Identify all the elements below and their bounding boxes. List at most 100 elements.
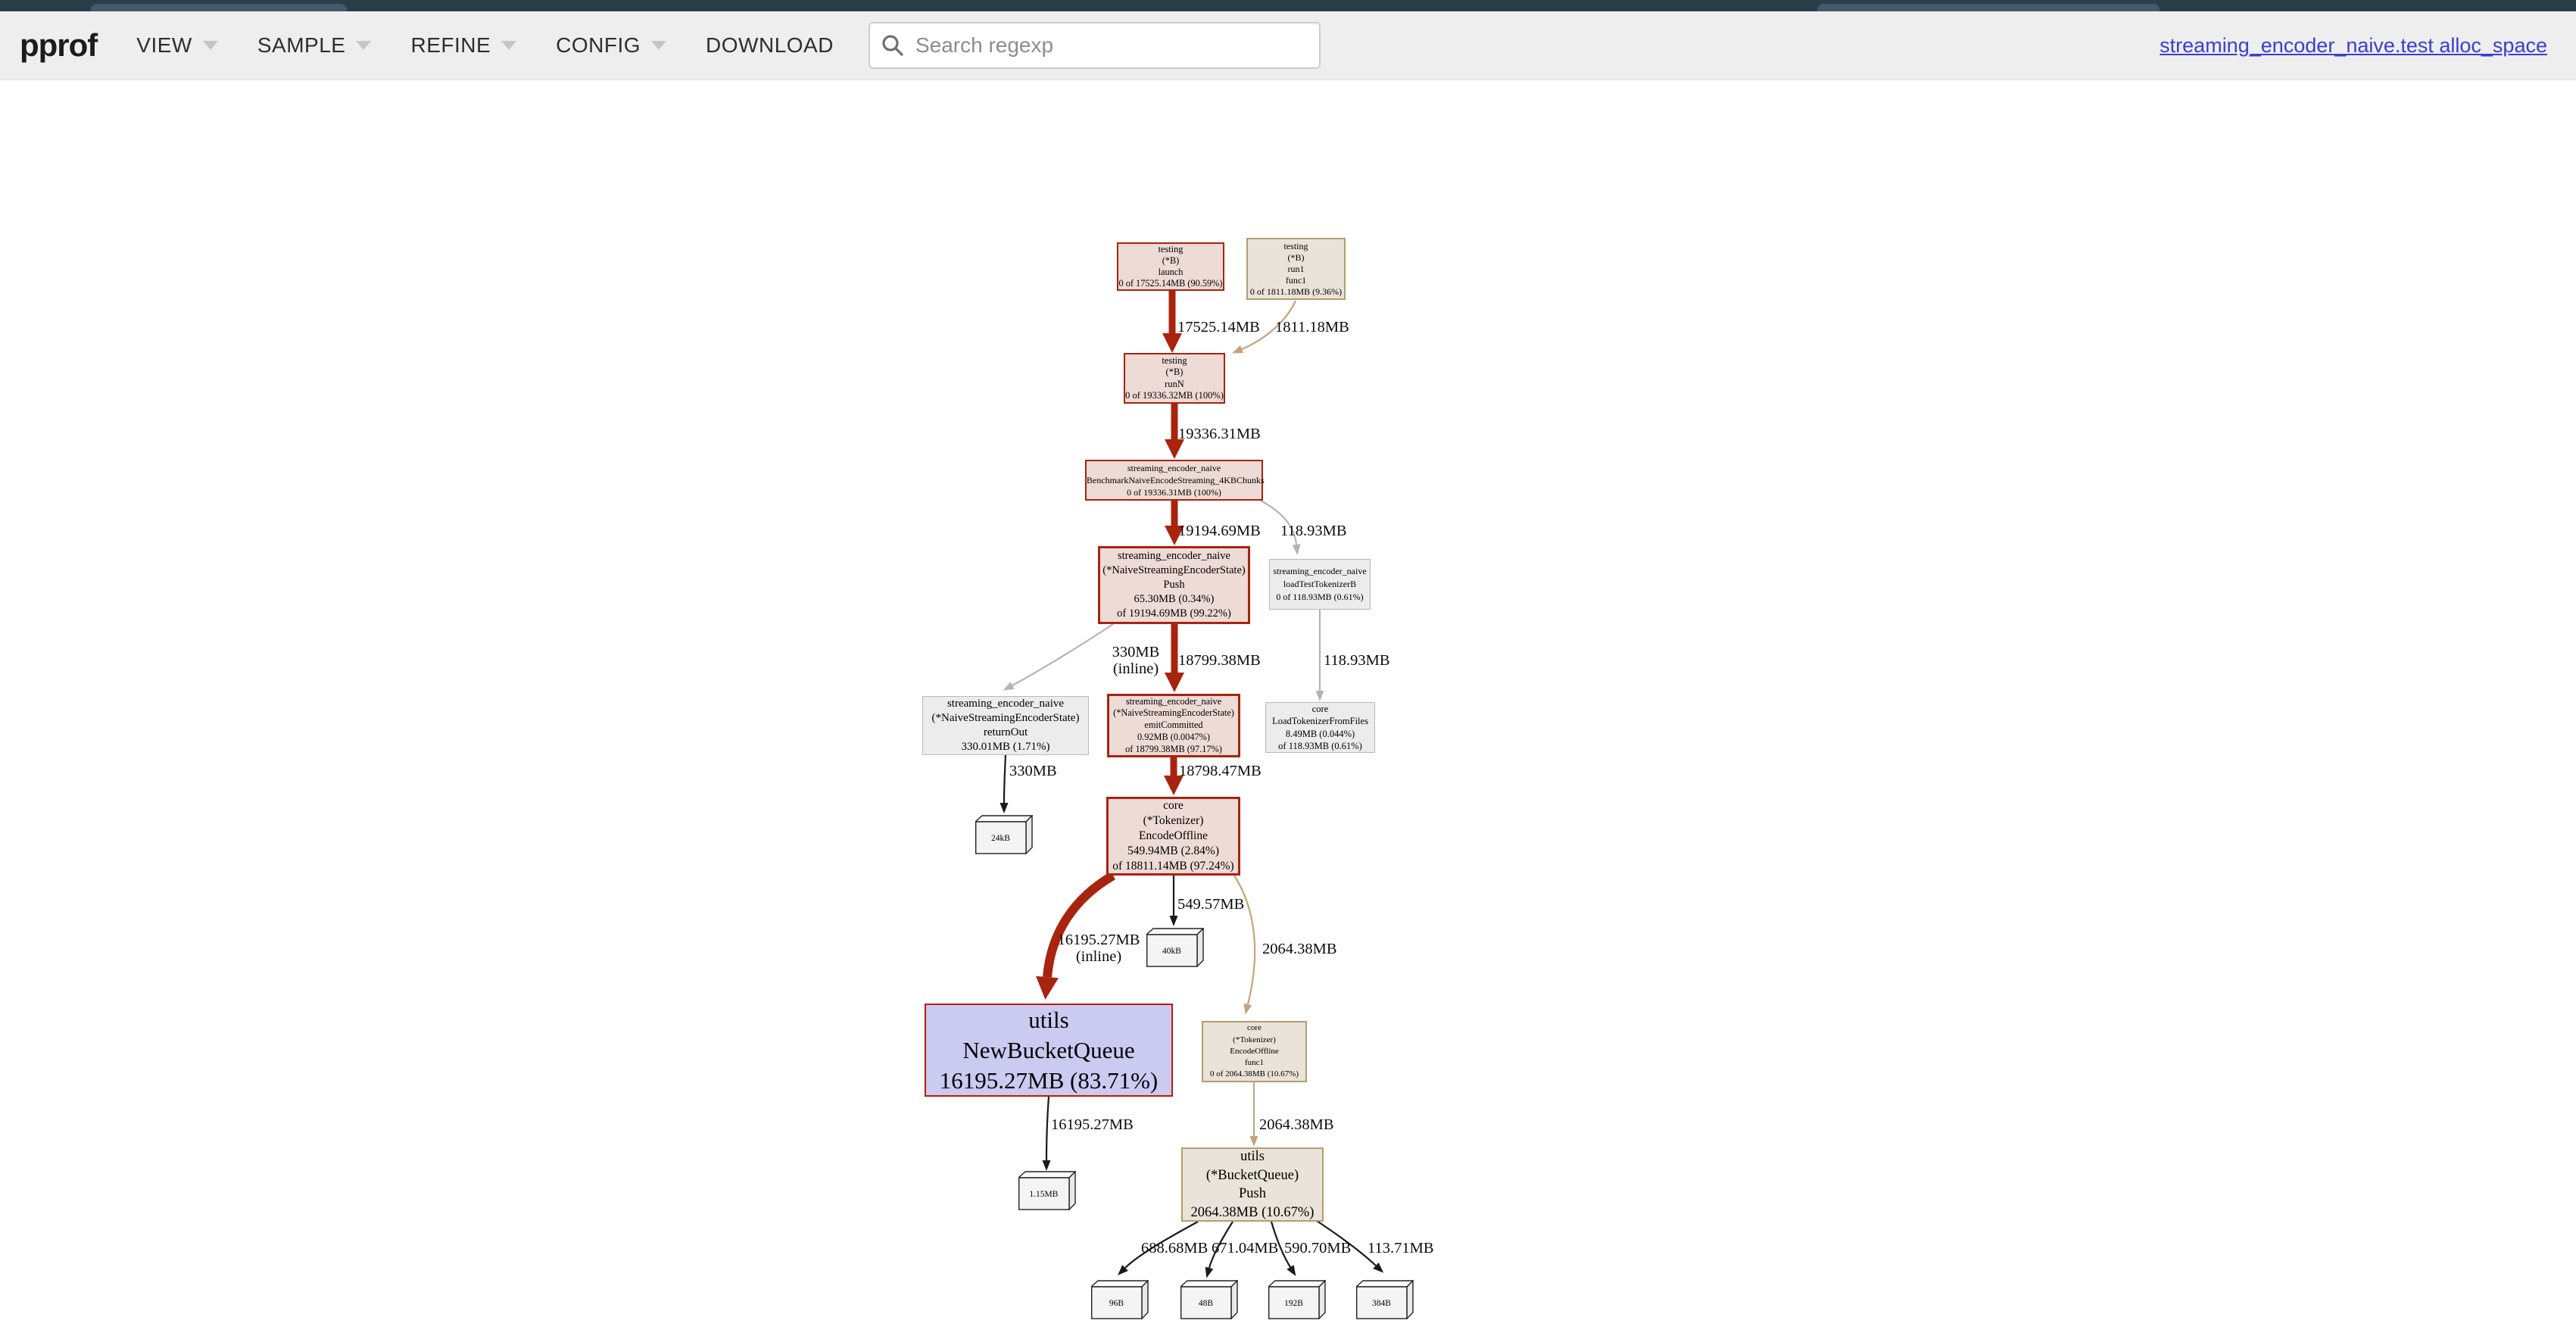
menu-refine-label: REFINE [410,33,491,57]
node-emit-committed[interactable]: streaming_encoder_naive (*NaiveStreaming… [1107,694,1240,757]
edge-nbq-115mb [1042,1096,1051,1171]
search-input[interactable] [868,22,1321,69]
node-text: core LoadTokenizerFromFiles 8.49MB (0.04… [1272,703,1368,751]
edge-run1-runN [1232,300,1297,354]
edge-label: 330MB (inline) [1112,644,1160,677]
leaf-box-label: 40kB [1162,946,1181,956]
node-benchmark-naive-encode-streaming[interactable]: streaming_encoder_naive BenchmarkNaiveEn… [1085,460,1265,501]
edge-encode-func1 [1233,875,1256,1015]
edge-bqpush-192b [1270,1221,1296,1276]
edge-label: 2064.38MB [1259,1116,1334,1133]
browser-tab [91,4,347,11]
edge-label: 18799.38MB [1178,652,1261,669]
edge-label: 19194.69MB [1178,523,1261,539]
edge-label: 16195.27MB (inline) [1057,932,1140,965]
leaf-box-48b[interactable]: 48B [1180,1280,1238,1319]
edge-bqpush-96b [1118,1221,1199,1275]
profile-link[interactable]: streaming_encoder_naive.test alloc_space [2160,33,2547,57]
node-new-bucket-queue[interactable]: utils NewBucketQueue 16195.27MB (83.71%) [925,1004,1173,1097]
edge-label: 19336.31MB [1178,426,1261,442]
chevron-down-icon [202,41,218,50]
edge-push-returnout [1003,623,1114,691]
node-text: testing (*B) run1 func1 0 of 1811.18MB (… [1249,240,1343,297]
box3d-icon [1180,1280,1238,1319]
menu-sample-label: SAMPLE [257,33,346,57]
edge-label: 671.04MB [1212,1240,1279,1257]
edge-label: 16195.27MB [1051,1116,1134,1133]
leaf-box-96b[interactable]: 96B [1091,1280,1149,1319]
node-naive-state-push[interactable]: streaming_encoder_naive (*NaiveStreaming… [1098,546,1250,624]
search-container [868,22,1321,69]
edge-label: 1811.18MB [1275,319,1349,336]
chevron-down-icon [356,41,372,50]
pprof-logo: pprof [20,27,98,63]
node-return-out[interactable]: streaming_encoder_naive (*NaiveStreaming… [922,696,1089,755]
leaf-box-115mb[interactable]: 1.15MB [1018,1171,1076,1210]
leaf-box-label: 24kB [990,833,1010,843]
search-icon [882,35,904,57]
node-text: testing (*B) runN 0 of 19336.32MB (100%) [1125,354,1224,401]
callgraph: testing (*B) launch 0 of 17525.14MB (90.… [0,80,2576,1333]
leaf-box-384b[interactable]: 384B [1356,1280,1414,1319]
leaf-box-192b[interactable]: 192B [1268,1280,1326,1319]
menu-view[interactable]: VIEW [136,33,218,58]
node-load-test-tokenizer-b[interactable]: streaming_encoder_naive loadTestTokenize… [1269,559,1371,610]
node-testing-runN[interactable]: testing (*B) runN 0 of 19336.32MB (100%) [1124,353,1225,404]
leaf-box-label: 384B [1371,1298,1391,1308]
node-tokenizer-encode-offline[interactable]: core (*Tokenizer) EncodeOffline 549.94MB… [1106,797,1240,876]
edge-encode-nbq [1036,871,1116,1000]
edge-label: 590.70MB [1284,1240,1352,1257]
box3d-icon [1268,1280,1326,1319]
leaf-box-label: 96B [1109,1298,1124,1308]
menu-config-label: CONFIG [556,33,641,57]
menu-bar: VIEW SAMPLE REFINE CONFIG DOWNLOAD [136,33,834,58]
box3d-icon [1018,1171,1076,1210]
node-text: testing (*B) launch 0 of 17525.14MB (90.… [1118,244,1223,289]
chevron-down-icon [651,41,667,50]
edge-label: 17525.14MB [1177,319,1260,336]
leaf-box-label: 1.15MB [1029,1189,1059,1199]
edge-bench-loadtest [1260,500,1301,555]
box3d-icon [1146,928,1204,967]
node-text: streaming_encoder_naive (*NaiveStreaming… [1102,550,1246,620]
menu-config[interactable]: CONFIG [556,33,667,58]
navbar: pprof VIEW SAMPLE REFINE CONFIG DOWNLOAD [0,11,2576,80]
edge-label: 113.71MB [1368,1240,1434,1257]
menu-view-label: VIEW [136,33,192,57]
leaf-box-label: 192B [1283,1298,1303,1308]
edge-label: 549.57MB [1177,896,1245,913]
edge-label: 688.68MB [1141,1240,1208,1257]
box3d-icon [975,815,1033,854]
node-text: streaming_encoder_naive (*NaiveStreaming… [1113,695,1234,754]
node-encode-offline-func1[interactable]: core (*Tokenizer) EncodeOffline func1 0 … [1202,1021,1307,1082]
leaf-box-24kb[interactable]: 24kB [975,815,1033,854]
menu-refine[interactable]: REFINE [410,33,517,58]
menu-sample[interactable]: SAMPLE [257,33,372,58]
node-text: utils (*BucketQueue) Push 2064.38MB (10.… [1190,1149,1315,1220]
node-load-tokenizer-from-files[interactable]: core LoadTokenizerFromFiles 8.49MB (0.04… [1265,702,1375,753]
edge-label: 2064.38MB [1262,941,1337,957]
node-text: streaming_encoder_naive BenchmarkNaiveEn… [1087,463,1265,498]
chevron-down-icon [501,41,517,50]
node-testing-launch[interactable]: testing (*B) launch 0 of 17525.14MB (90.… [1117,242,1224,291]
node-text: core (*Tokenizer) EncodeOffline func1 0 … [1209,1023,1299,1079]
edge-label: 18798.47MB [1179,763,1261,779]
node-testing-run1-func1[interactable]: testing (*B) run1 func1 0 of 1811.18MB (… [1246,238,1346,300]
edge-bqpush-384b [1314,1219,1384,1273]
edge-bqpush-48b [1205,1221,1233,1278]
node-text: streaming_encoder_naive (*NaiveStreaming… [931,698,1080,753]
edge-returnout-24kb [1000,754,1009,813]
node-text: core (*Tokenizer) EncodeOffline 549.94MB… [1112,799,1234,873]
edge-label: 330MB [1009,763,1057,779]
leaf-box-label: 48B [1198,1298,1214,1308]
leaf-box-40kb[interactable]: 40kB [1146,928,1204,967]
browser-tab [1817,4,2160,11]
menu-download[interactable]: DOWNLOAD [706,33,834,58]
menu-download-label: DOWNLOAD [706,33,834,57]
box3d-icon [1091,1280,1149,1319]
browser-chrome-strip [0,0,2576,11]
edge-label: 118.93MB [1324,652,1390,669]
node-bucket-queue-push[interactable]: utils (*BucketQueue) Push 2064.38MB (10.… [1181,1147,1324,1222]
